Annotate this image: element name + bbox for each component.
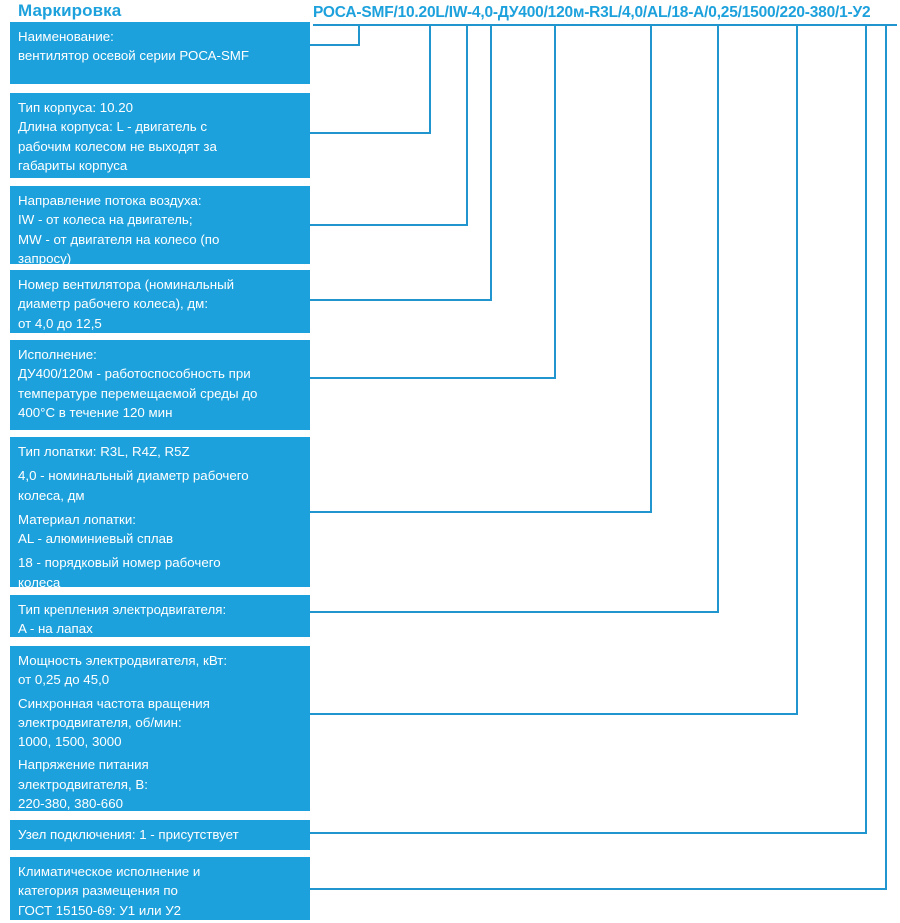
box-housing-type: Тип корпуса: 10.20 Длина корпуса: L - дв… bbox=[10, 93, 310, 178]
box-fan-number: Номер вентилятора (номинальный диаметр р… bbox=[10, 270, 310, 333]
box-line: Номер вентилятора (номинальный диаметр р… bbox=[18, 277, 235, 331]
box-line: Узел подключения: 1 - присутствует bbox=[18, 827, 239, 842]
box-line: Материал лопатки: AL - алюминиевый сплав bbox=[18, 511, 174, 547]
box-line: Наименование: bbox=[18, 29, 114, 44]
box-line: Длина корпуса: L - двигатель с рабочим к… bbox=[18, 119, 217, 173]
box-line: 18 - порядковый номер рабочего колеса bbox=[18, 555, 221, 590]
box-climatic-execution: Климатическое исполнение и категория раз… bbox=[10, 857, 310, 920]
box-airflow-direction: Направление потока воздуха: IW - от коле… bbox=[10, 186, 310, 266]
box-line: Напряжение питания электродвигателя, В: … bbox=[18, 757, 149, 812]
wire-housing-type bbox=[310, 26, 431, 134]
wire-execution bbox=[310, 26, 556, 379]
box-motor-mounting: Тип крепления электродвигателя: A - на л… bbox=[10, 595, 310, 637]
box-line: вентилятор осевой серии РОСА-SMF bbox=[18, 48, 250, 64]
box-line: 4,0 - номинальный диаметр рабочего колес… bbox=[18, 468, 249, 503]
wire-connection-unit bbox=[310, 26, 867, 834]
wire-climatic bbox=[310, 26, 887, 890]
wire-mounting bbox=[310, 26, 719, 613]
box-line: Климатическое исполнение и категория раз… bbox=[18, 864, 201, 918]
wire-blade-type bbox=[310, 26, 652, 513]
box-blade-type: Тип лопатки: R3L, R4Z, R5Z 4,0 - номинал… bbox=[10, 437, 310, 590]
box-line: Мощность электродвигателя, кВт: от 0,25 … bbox=[18, 653, 228, 688]
box-line: Тип корпуса: 10.20 bbox=[18, 100, 134, 115]
box-line: Тип лопатки: R3L, R4Z, R5Z bbox=[18, 444, 190, 459]
box-connection-unit: Узел подключения: 1 - присутствует bbox=[10, 820, 310, 850]
box-designation: Наименование: вентилятор осевой серии РО… bbox=[10, 22, 310, 84]
wire-fan-number bbox=[310, 26, 492, 301]
page-title: Маркировка bbox=[18, 1, 122, 20]
box-line: Тип крепления электродвигателя: A - на л… bbox=[18, 602, 227, 637]
product-code: РОСА-SMF/10.20L/IW-4,0-ДУ400/120м-R3L/4,… bbox=[313, 4, 871, 21]
wire-motor bbox=[310, 26, 798, 715]
box-motor-power: Мощность электродвигателя, кВт: от 0,25 … bbox=[10, 646, 310, 811]
box-execution: Исполнение: ДУ400/120м - работоспособнос… bbox=[10, 340, 310, 430]
box-line: Исполнение: bbox=[18, 347, 97, 362]
wire-airflow bbox=[310, 26, 468, 226]
box-line: Синхронная частота вращения электродвига… bbox=[18, 695, 210, 750]
box-line: Направление потока воздуха: IW - от коле… bbox=[18, 193, 220, 266]
box-line: ДУ400/120м - работоспособность при темпе… bbox=[18, 366, 258, 420]
wire-designation bbox=[310, 26, 360, 46]
